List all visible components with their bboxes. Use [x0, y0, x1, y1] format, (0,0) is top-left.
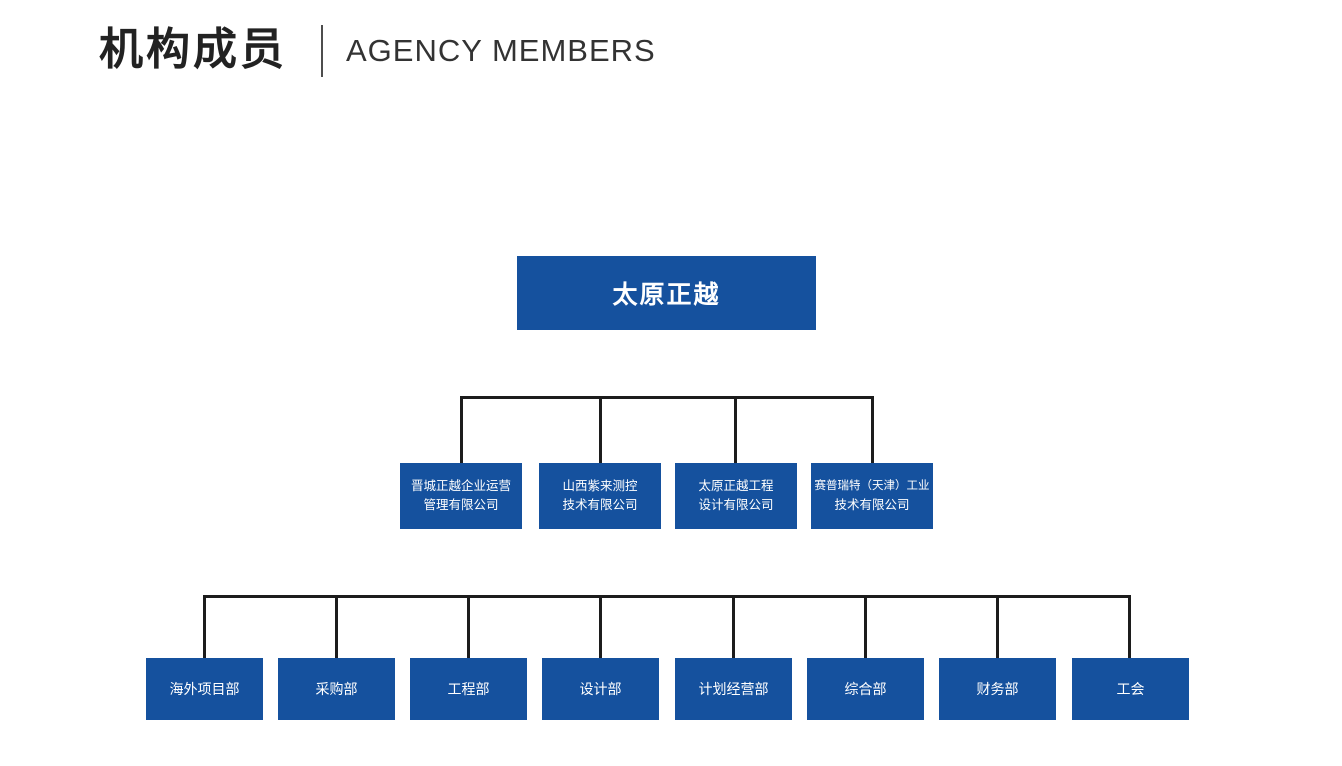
- connector-drop-subsidiary-4: [871, 396, 874, 463]
- subsidiary-name-line: 山西紫来测控: [562, 479, 638, 493]
- org-node-dept-8: 工会: [1072, 658, 1189, 720]
- subsidiary-name-line: 太原正越工程: [698, 479, 774, 493]
- connector-drop-dept-1: [203, 595, 206, 658]
- connector-drop-dept-2: [335, 595, 338, 658]
- org-node-subsidiary-4: 赛普瑞特（天津）工业 技术有限公司: [811, 463, 933, 529]
- subsidiary-name-line: 晋城正越企业运营: [410, 479, 511, 493]
- org-node-dept-3: 工程部: [410, 658, 527, 720]
- connector-drop-subsidiary-1: [460, 396, 463, 463]
- connector-drop-dept-6: [864, 595, 867, 658]
- title-divider: [321, 25, 323, 77]
- subsidiary-name-line: 赛普瑞特（天津）工业: [814, 480, 930, 492]
- connector-drop-subsidiary-2: [599, 396, 602, 463]
- page-subtitle: AGENCY MEMBERS: [346, 33, 656, 68]
- org-node-dept-5: 计划经营部: [675, 658, 792, 720]
- connector-drop-dept-3: [467, 595, 470, 658]
- subsidiary-name-line: 技术有限公司: [834, 498, 910, 512]
- connector-lower-rail: [203, 595, 1131, 598]
- connector-drop-dept-7: [996, 595, 999, 658]
- org-node-subsidiary-1: 晋城正越企业运营 管理有限公司: [400, 463, 522, 529]
- org-node-dept-6: 综合部: [807, 658, 924, 720]
- org-node-dept-1: 海外项目部: [146, 658, 263, 720]
- subsidiary-name-line: 技术有限公司: [562, 498, 638, 512]
- connector-drop-dept-4: [599, 595, 602, 658]
- page-title: 机构成员: [99, 25, 287, 74]
- connector-drop-subsidiary-3: [734, 396, 737, 463]
- connector-drop-dept-5: [732, 595, 735, 658]
- org-node-root: 太原正越: [517, 256, 816, 330]
- org-node-subsidiary-3: 太原正越工程 设计有限公司: [675, 463, 797, 529]
- subsidiary-name-line: 设计有限公司: [698, 498, 774, 512]
- org-node-dept-7: 财务部: [939, 658, 1056, 720]
- subsidiary-name-line: 管理有限公司: [423, 498, 499, 512]
- org-node-subsidiary-2: 山西紫来测控 技术有限公司: [539, 463, 661, 529]
- connector-drop-dept-8: [1128, 595, 1131, 658]
- org-node-dept-2: 采购部: [278, 658, 395, 720]
- org-node-dept-4: 设计部: [542, 658, 659, 720]
- connector-upper-rail: [460, 396, 874, 399]
